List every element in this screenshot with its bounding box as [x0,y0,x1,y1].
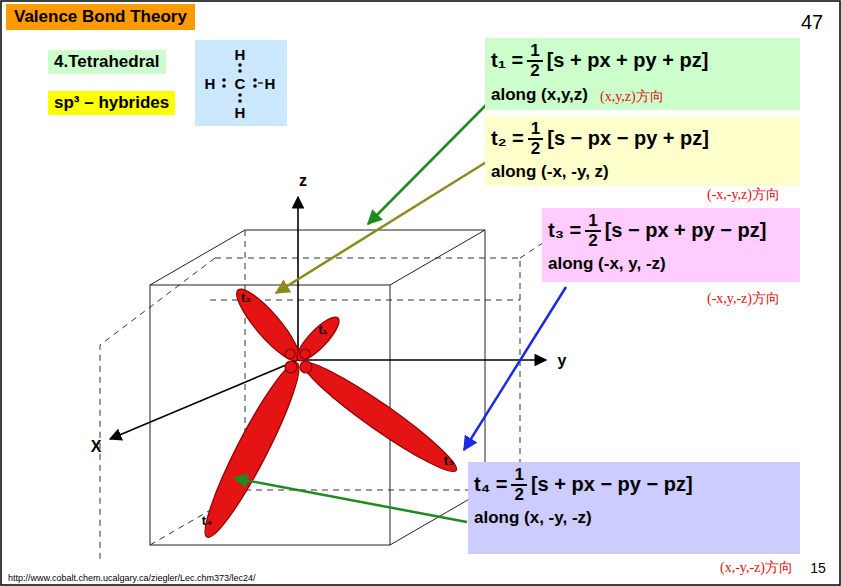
section-label: 4.Tetrahedral [48,50,166,74]
atom-symbol: H [225,46,255,63]
axis-label: z [299,172,307,190]
fraction-denominator: 2 [531,140,540,158]
formula-rhs: [s − px − py + pz] [547,127,709,150]
slide-title: Valence Bond Theory [6,4,195,30]
direction-chinese: (x,y,z)方向 [600,88,664,106]
slide-label: 4.Tetrahedral [54,52,160,71]
axis-label: X [91,438,102,456]
source-url: http://www.cobalt.chem.ucalgary.ca/ziegl… [8,573,255,583]
direction-chinese: (x,-y,-z)方向 [720,559,793,577]
slide-label: sp³ – hybrides [54,93,169,112]
formula-rhs: [s + px − py − pz] [531,473,693,496]
lobe-label: t₃ [444,453,454,468]
fraction-numerator: 1 [585,212,600,232]
direction-text: along (x,y,z) [491,85,588,105]
fraction-denominator: 2 [588,232,597,250]
hybrid-label: sp³ – hybrides [48,91,175,115]
lobe-label: t₂ [241,290,251,305]
fraction-numerator: 1 [527,42,542,62]
axes [110,197,546,439]
hybrid-lobes [194,282,464,544]
formula-box: t₃ =12 [s − px + py − pz] along (-x, y, -z… [542,208,800,282]
page-number: 47 [801,11,823,34]
formula-lhs: t₄ = [474,473,507,496]
atom-symbol: C [225,75,255,92]
direction-text: along (-x, -y, z) [491,162,609,182]
slide-number: 15 [810,560,826,576]
atom-symbol: H [195,75,225,92]
direction-chinese: (-x,-y,z)方向 [707,186,780,204]
atom-symbol: H [255,75,285,92]
formula-box: t₄ =12 [s + px − py − pz] along (x, -y, -z… [468,462,800,554]
fraction-denominator: 2 [530,62,539,80]
formula-rhs: [s + px + py + pz] [547,49,709,72]
fraction-denominator: 2 [514,486,523,504]
lobe-label: t₁ [319,323,328,337]
direction-text: along (-x, y, -z) [548,254,666,274]
fraction-numerator: 1 [511,466,526,486]
cube [150,230,485,545]
formula-rhs: [s − px + py − pz] [605,219,767,242]
lobe-label: t₄ [202,513,213,528]
formula-box: t₁ =12 [s + px + py + pz] along (x,y,z) (x,… [485,38,800,110]
direction-text: along (x, -y, -z) [474,508,592,528]
direction-chinese: (-x,y,-z)方向 [707,290,780,308]
formula-lhs: t₃ = [548,219,581,242]
fraction-numerator: 1 [528,120,543,140]
formula-lhs: t₂ = [491,127,524,150]
formula-box: t₂ =12 [s − px − py + pz] along (-x, -y, z… [485,116,800,186]
atom-symbol: H [225,104,255,121]
axis-label: y [558,352,567,370]
lewis-structure: HHCHH [195,40,287,126]
formula-lhs: t₁ = [491,49,523,72]
